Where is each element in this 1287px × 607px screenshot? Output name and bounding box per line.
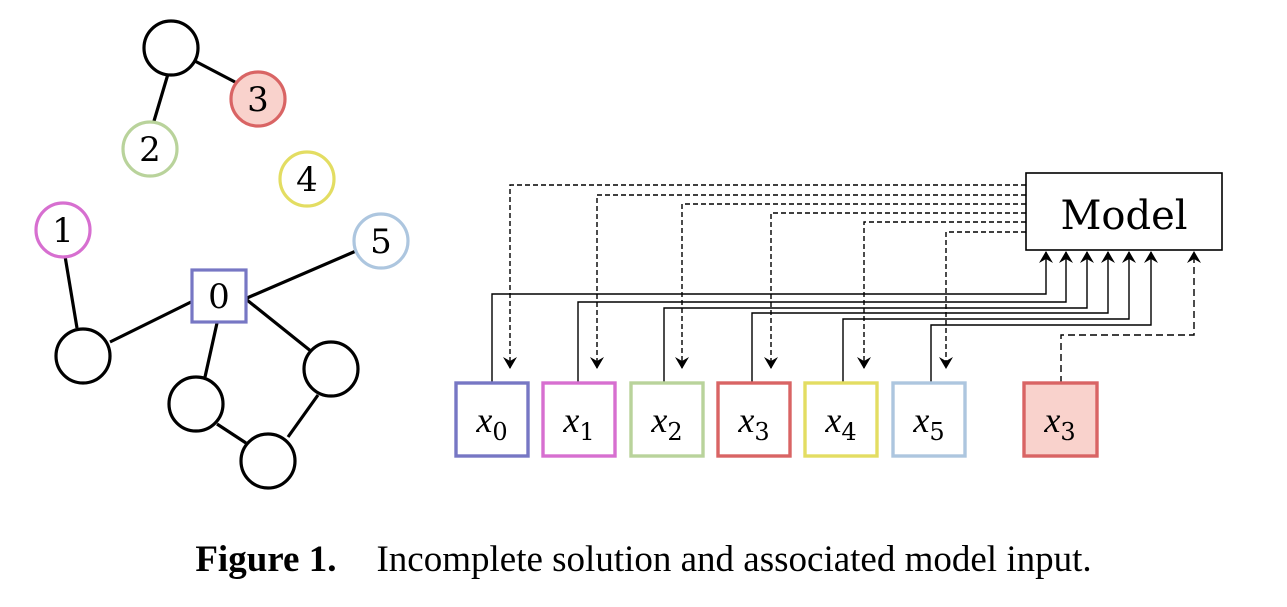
graph-node-label: 4 (296, 160, 318, 200)
input-label: x1 (562, 400, 594, 446)
output-arrow (590, 194, 1026, 369)
output-arrow (939, 231, 1026, 369)
input-boxes (454, 381, 1099, 458)
input-arrow (751, 251, 1115, 383)
graph-edge (63, 255, 79, 329)
graph-node-3 (229, 70, 287, 128)
graph-edge (152, 73, 170, 122)
graph-edge (286, 394, 320, 438)
caption-text: Incomplete solution and associated model… (376, 539, 1092, 580)
graph-node-label: 5 (370, 222, 392, 262)
graph-node-label: 3 (247, 80, 269, 120)
graph-edge (246, 298, 313, 354)
figure-caption: Figure 1. Incomplete solution and associa… (0, 538, 1287, 581)
graph-node (302, 340, 360, 398)
output-arrow (675, 203, 1026, 369)
graph-node-label: 2 (139, 130, 161, 170)
graph-node-label: 0 (208, 277, 230, 317)
extra-input-label: x3 (1043, 400, 1075, 446)
graph-edge (216, 422, 247, 445)
input-arrow (663, 251, 1094, 383)
graph (34, 19, 410, 490)
graph-node-2 (121, 120, 179, 178)
output-arrow (503, 184, 1026, 369)
input-label: x5 (912, 400, 944, 446)
output-arrow (764, 212, 1026, 369)
output-arrow (857, 221, 1026, 369)
graph-node (142, 19, 200, 77)
input-arrow (930, 251, 1158, 383)
extra-input-box-x3 (1022, 381, 1099, 458)
input-arrow (491, 251, 1053, 383)
graph-node (239, 432, 297, 490)
input-box-x5 (891, 381, 967, 458)
graph-node (54, 327, 112, 385)
graph-node (167, 375, 225, 433)
input-label: x2 (650, 400, 682, 446)
graph-node-0 (190, 268, 248, 324)
caption-label: Figure 1. (195, 539, 337, 580)
model-block: Model (1025, 172, 1223, 251)
graph-edge (246, 249, 357, 300)
graph-node-4 (278, 150, 336, 208)
input-label: x3 (737, 400, 769, 446)
input-box-x2 (629, 381, 705, 458)
input-label: x0 (475, 400, 507, 446)
graph-edge (203, 322, 219, 378)
input-box-x4 (803, 381, 879, 458)
input-box-x0 (454, 381, 530, 458)
model-box (1025, 172, 1223, 251)
model-output-arrows (503, 184, 1026, 369)
input-box-x3 (716, 381, 792, 458)
model-label: Model (1060, 193, 1187, 239)
input-label: x4 (824, 400, 856, 446)
input-arrow (842, 251, 1136, 383)
input-arrow (577, 251, 1073, 383)
model-input-arrows (491, 251, 1201, 383)
input-box-x1 (541, 381, 617, 458)
extra-input-arrow (1060, 251, 1201, 383)
graph-node-label: 1 (52, 211, 74, 251)
graph-node-5 (352, 212, 410, 270)
graph-edge (109, 300, 192, 344)
graph-node-1 (34, 201, 92, 259)
